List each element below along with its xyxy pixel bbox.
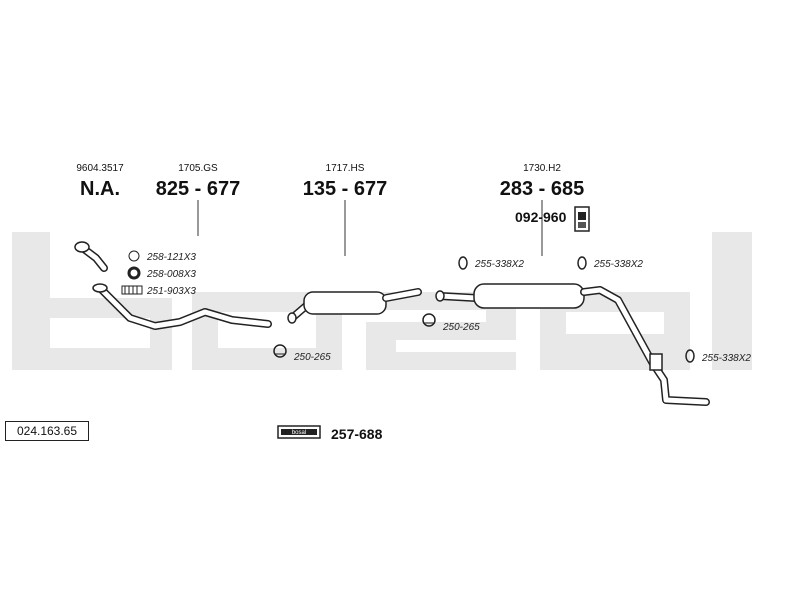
part-label-4: 1730.H2 283 - 685 xyxy=(500,163,585,200)
kit-number: 257-688 xyxy=(331,426,383,442)
part-label-1: 9604.3517 N.A. xyxy=(76,163,124,200)
spring-icon xyxy=(121,285,143,295)
part-ref: 9604.3517 xyxy=(76,163,124,174)
mount-bracket-icon xyxy=(574,206,590,232)
part-ref: 1717.HS xyxy=(326,163,365,174)
hanger-icon xyxy=(577,256,587,270)
diagram-code: 024.163.65 xyxy=(5,421,89,441)
accessory-label: 251-903X3 xyxy=(146,286,196,297)
mount-part-number: 092-960 xyxy=(515,209,567,225)
part-number: 283 - 685 xyxy=(500,178,585,200)
part-label-3: 1717.HS 135 - 677 xyxy=(303,163,388,200)
hanger-label: 255-338X2 xyxy=(593,259,643,270)
front-downpipe xyxy=(74,241,108,272)
ring-icon xyxy=(127,266,141,280)
bosal-kit-logo: bosal xyxy=(277,425,321,439)
clamp-icon xyxy=(422,313,436,327)
part-ref: 1705.GS xyxy=(178,163,218,174)
part-label-2: 1705.GS 825 - 677 xyxy=(156,163,241,200)
gasket-icon xyxy=(128,250,140,262)
clamp-icon xyxy=(273,344,287,358)
part-ref: 1730.H2 xyxy=(523,163,561,174)
hanger-icon xyxy=(685,349,695,363)
clamp-label: 250-265 xyxy=(442,322,480,333)
accessory-label: 258-121X3 xyxy=(146,252,196,263)
rear-silencer xyxy=(435,283,710,406)
part-number: 135 - 677 xyxy=(303,178,388,200)
hanger-icon xyxy=(458,256,468,270)
part-number: N.A. xyxy=(80,178,120,200)
hanger-label: 255-338X2 xyxy=(701,353,751,364)
front-pipe xyxy=(92,283,272,330)
clamp-label: 250-265 xyxy=(293,352,331,363)
part-number: 825 - 677 xyxy=(156,178,241,200)
kit-logo-text: bosal xyxy=(292,430,306,436)
middle-silencer xyxy=(287,288,422,324)
accessory-label: 258-008X3 xyxy=(146,269,196,280)
hanger-label: 255-338X2 xyxy=(474,259,524,270)
